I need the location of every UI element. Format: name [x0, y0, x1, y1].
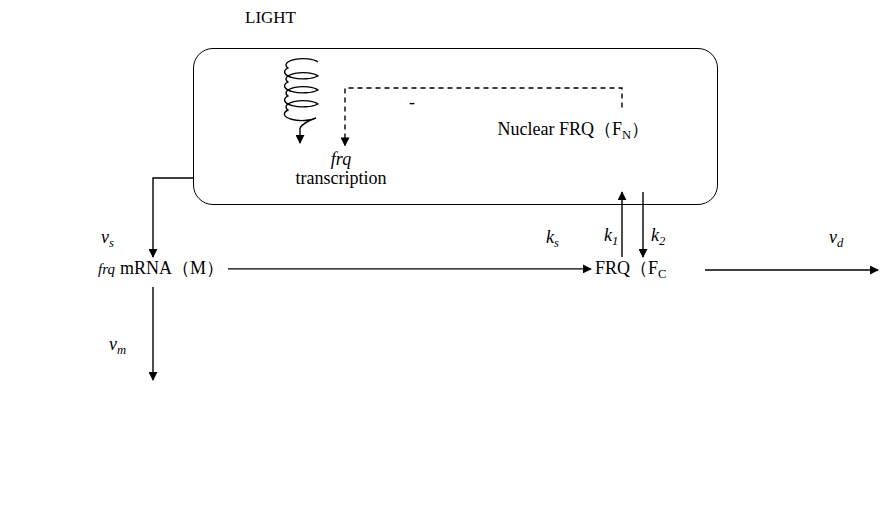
subscript: C — [658, 267, 666, 281]
edge-label: ks — [545, 228, 560, 251]
subscript: 2 — [659, 234, 665, 248]
dna-coil — [284, 59, 318, 128]
transcription-arrow — [299, 128, 300, 143]
subscript: s — [554, 236, 559, 250]
edge-label: - — [408, 93, 416, 113]
edge-label: k2 — [650, 226, 666, 249]
node-text: frq — [98, 261, 115, 278]
degradation-arrow — [152, 287, 153, 380]
edge-label: k1 — [603, 226, 619, 249]
subscript: m — [117, 343, 126, 357]
species-label: Nuclear FRQ（FN） — [498, 108, 650, 193]
reaction-arrow — [621, 192, 622, 257]
node-text: Nuclear FRQ（FN） — [498, 120, 650, 143]
node-text: LIGHT — [245, 9, 296, 28]
edge-label: vs — [100, 228, 115, 251]
rate-label: vd — [828, 228, 844, 251]
species-label: FRQ（FC — [595, 259, 666, 282]
reaction-arrow — [642, 192, 643, 257]
subscript: d — [837, 236, 843, 250]
degradation-arrow — [705, 269, 878, 270]
subscript: N — [622, 127, 631, 141]
node-text: frq — [296, 150, 387, 170]
reaction-arrow — [228, 268, 591, 269]
node-text: mRNA（M） — [120, 259, 224, 279]
species-label: frq mRNA（M） — [98, 259, 224, 279]
compartment-box: LIGHTfrqtranscriptionNuclear FRQ（FN） — [193, 48, 718, 205]
subscript: s — [109, 236, 114, 250]
node-text: transcription — [296, 169, 387, 189]
reaction-arrow — [153, 178, 193, 257]
subscript: 1 — [612, 234, 618, 248]
rate-label: vm — [108, 335, 127, 358]
process-label: frqtranscription — [296, 146, 387, 190]
node-text: FRQ（FC — [595, 259, 666, 282]
